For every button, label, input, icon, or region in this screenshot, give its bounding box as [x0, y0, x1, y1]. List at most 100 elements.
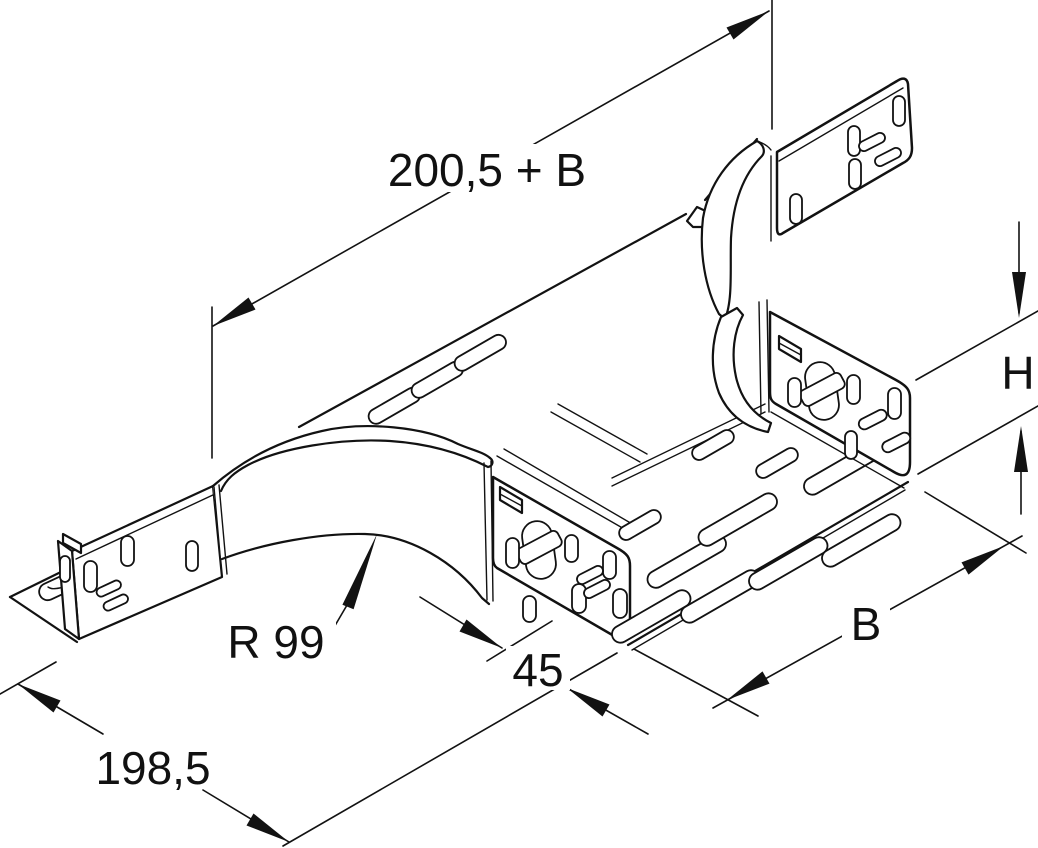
dimension-branch-stub: 45 — [282, 596, 649, 847]
perforation-slot — [646, 534, 727, 589]
connector-plate — [768, 310, 912, 477]
floor-fold-line — [496, 448, 640, 535]
main-run-apron — [8, 137, 759, 644]
perforation-slot — [755, 447, 799, 479]
label-background — [216, 616, 336, 662]
left-end-flange-tab — [61, 532, 83, 555]
bent-lug-fold — [499, 493, 523, 507]
bend-wall-upper — [700, 139, 765, 321]
branch-end-edge — [626, 480, 910, 647]
perforation-slot — [618, 509, 662, 541]
left-length-label: 198,5 — [95, 742, 210, 794]
bend-lip — [756, 140, 772, 151]
perforation-slot — [185, 540, 199, 572]
branch-stub-label: 45 — [512, 644, 563, 696]
leader-arrowhead — [342, 534, 377, 610]
extension-line — [917, 405, 1038, 475]
connector-plate — [775, 77, 914, 236]
extension-line — [0, 661, 57, 695]
perforation-slot — [844, 430, 858, 460]
perforation-slot — [83, 560, 98, 593]
tray-body — [8, 77, 914, 651]
right-bend-wall — [700, 139, 773, 434]
bend-bottom-edge — [220, 532, 491, 606]
apron-back-edge — [297, 212, 688, 429]
bend-lip-inner — [219, 439, 494, 493]
bend-radius-label: R 99 — [227, 616, 324, 668]
dimension-left-length: 198,5 — [0, 661, 290, 843]
perforation-slot — [846, 374, 861, 405]
bend-wall-lower — [711, 306, 773, 434]
bend-seam — [213, 484, 228, 578]
perforation-slot — [787, 377, 802, 408]
perforation-slot — [748, 536, 829, 591]
label-background — [86, 740, 220, 788]
perforation-slot — [571, 583, 587, 614]
left-arm — [56, 484, 224, 641]
bend-wall-face — [213, 426, 493, 601]
perforation-slot — [576, 565, 604, 585]
branch-right-plate — [768, 310, 912, 489]
dimension-width: B — [633, 491, 1027, 717]
bent-lug-fold — [778, 342, 802, 356]
label-background — [506, 646, 570, 690]
perforation-slot — [59, 555, 71, 583]
perforation-slot — [505, 537, 520, 569]
dimension-arrowhead — [459, 619, 502, 648]
radius-leader: R 99 — [216, 534, 377, 668]
perforation-slot — [821, 513, 902, 568]
dimension-arrowhead — [18, 684, 61, 713]
floor-fold-line — [550, 403, 648, 463]
apron-end-edge — [8, 595, 79, 644]
label-background — [366, 144, 608, 192]
perforation-slot — [95, 579, 122, 598]
branch-floor — [550, 403, 910, 651]
total-length-label: 200,5 + B — [388, 144, 586, 196]
label-background — [842, 596, 890, 644]
perforation-slot — [691, 429, 735, 461]
perforation-slot — [522, 595, 537, 623]
dimension-arrowhead — [961, 546, 1004, 575]
extension-line — [633, 648, 759, 717]
branch-left-plate — [491, 448, 640, 641]
dimension-arrowhead — [246, 813, 289, 842]
perforation-slot — [612, 588, 628, 619]
perforation-slot — [564, 534, 579, 563]
floor-fold-line — [770, 411, 905, 489]
plate-lip — [778, 87, 904, 162]
perforation-slot — [120, 535, 135, 567]
dimension-arrowhead — [213, 297, 256, 326]
perforation-slot — [583, 579, 611, 599]
width-label: B — [851, 598, 882, 650]
perforation-slot — [857, 408, 888, 431]
perforation-slot — [697, 492, 778, 547]
dimension-arrowhead — [727, 671, 770, 700]
dimension-total-length: 200,5 + B — [211, 0, 773, 459]
perforation-slot — [453, 333, 507, 372]
connector-keyhole-tab — [798, 372, 846, 407]
left-bend-wall — [211, 425, 494, 606]
perforation-slot — [789, 193, 803, 225]
perforation-slot — [602, 550, 617, 580]
extension-line — [915, 310, 1038, 381]
perforation-slot — [848, 158, 862, 190]
extension-line — [924, 491, 1027, 554]
perforation-slot — [881, 431, 912, 454]
perforation-slot — [858, 132, 886, 152]
perforation-slot — [847, 125, 861, 157]
height-label: H — [1001, 347, 1034, 399]
extension-line — [486, 620, 553, 662]
dimension-arrowhead — [726, 11, 769, 40]
bend-seam — [758, 299, 770, 415]
left-rail-lip — [75, 493, 216, 560]
main-run-end-plate — [770, 77, 914, 242]
bend-lip-outer — [211, 425, 492, 488]
dimension-arrowhead — [567, 688, 610, 717]
perforation-slot — [874, 147, 902, 167]
dimension-arrowhead — [1014, 426, 1028, 472]
perforation-slot — [892, 95, 906, 127]
perforation-slot — [887, 387, 902, 420]
